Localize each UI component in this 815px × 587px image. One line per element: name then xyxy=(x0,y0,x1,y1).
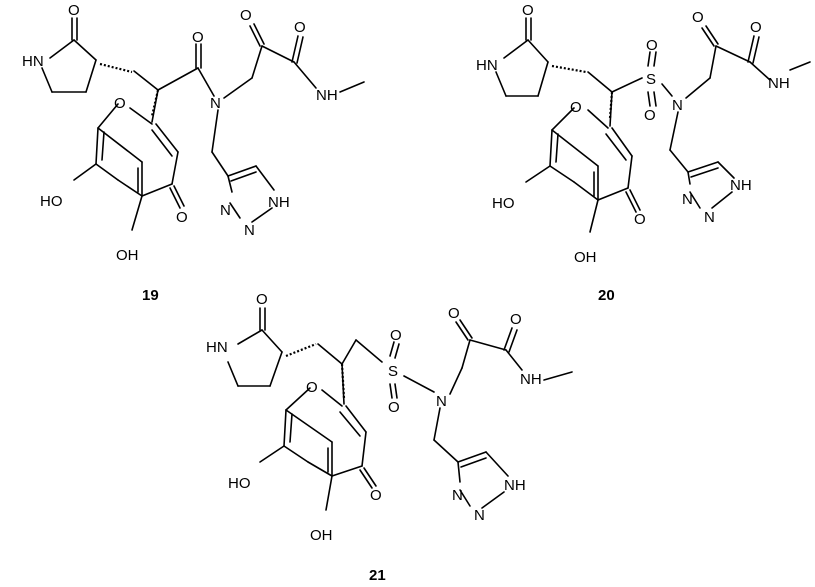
c19-amide-n: N xyxy=(210,95,221,112)
c19-tz-n2: N xyxy=(244,222,255,239)
compound-21-label: 21 xyxy=(369,567,386,584)
compound-19-structure: O HN O N O O NH O O HO OH N N NH 19 xyxy=(22,2,365,304)
c20-keto-o: O xyxy=(692,9,704,26)
c19-keto-amide-o: O xyxy=(294,19,306,36)
c21-ring-o: O xyxy=(306,379,318,396)
c19-oh5: OH xyxy=(116,247,139,264)
c19-tz-nh: NH xyxy=(268,194,290,211)
c19-methyl-nh: NH xyxy=(316,87,338,104)
c21-lactam-o: O xyxy=(256,291,268,308)
c20-lactam-nh: HN xyxy=(476,57,498,74)
c20-tz-nh: NH xyxy=(730,177,752,194)
c20-chromone-o: O xyxy=(634,211,646,228)
c20-s-o2: O xyxy=(644,107,656,124)
compound-21-structure: O HN S O O N O O NH O O HO OH N N NH 21 xyxy=(206,291,573,584)
compound-19-label: 19 xyxy=(142,287,159,304)
c21-methyl-nh: NH xyxy=(520,371,542,388)
compound-20-structure: O HN S O O N O O NH O O HO OH N N NH 20 xyxy=(476,2,811,304)
c20-oh5: OH xyxy=(574,249,597,266)
compound-20-label: 20 xyxy=(598,287,615,304)
compound-21-bonds xyxy=(227,307,573,511)
compound-20-stereo-bonds xyxy=(551,64,614,119)
c19-ho7: HO xyxy=(40,193,63,210)
compound-21-stereo-bonds xyxy=(285,342,346,399)
compound-19-bonds xyxy=(41,17,365,231)
c19-lactam-o: O xyxy=(68,2,80,19)
c20-tz-n2: N xyxy=(704,209,715,226)
c20-s-o1: O xyxy=(646,37,658,54)
c19-chromone-o: O xyxy=(176,209,188,226)
compound-21-atom-labels: O HN S O O N O O NH O O HO OH N N NH xyxy=(206,291,542,544)
c20-ho7: HO xyxy=(492,195,515,212)
c20-sulfonamide-n: N xyxy=(672,97,683,114)
c20-sulfonyl-s: S xyxy=(646,71,656,88)
c21-s-o1: O xyxy=(390,327,402,344)
c19-tz-n1: N xyxy=(220,202,231,219)
c19-amide-o: O xyxy=(192,29,204,46)
c21-keto-amide-o: O xyxy=(510,311,522,328)
c19-keto-o: O xyxy=(240,7,252,24)
c21-tz-nh: NH xyxy=(504,477,526,494)
c21-ho7: HO xyxy=(228,475,251,492)
c21-keto-o: O xyxy=(448,305,460,322)
c21-oh5: OH xyxy=(310,527,333,544)
c20-ring-o: O xyxy=(570,99,582,116)
c21-tz-n2: N xyxy=(474,507,485,524)
c21-sulfonamide-n: N xyxy=(436,393,447,410)
c21-s-o2: O xyxy=(388,399,400,416)
c20-keto-amide-o: O xyxy=(750,19,762,36)
c20-methyl-nh: NH xyxy=(768,75,790,92)
compound-19-atom-labels: O HN O N O O NH O O HO OH N N NH xyxy=(22,2,338,264)
c20-tz-n1: N xyxy=(682,191,693,208)
c19-ring-o: O xyxy=(114,95,126,112)
c20-lactam-o: O xyxy=(522,2,534,19)
compound-20-bonds xyxy=(495,17,811,233)
c21-chromone-o: O xyxy=(370,487,382,504)
c21-lactam-nh: HN xyxy=(206,339,228,356)
c21-sulfonyl-s: S xyxy=(388,363,398,380)
compound-19-stereo-bonds xyxy=(99,62,160,117)
c21-tz-n1: N xyxy=(452,487,463,504)
compound-20-atom-labels: O HN S O O N O O NH O O HO OH N N NH xyxy=(476,2,790,266)
c19-lactam-nh: HN xyxy=(22,53,44,70)
